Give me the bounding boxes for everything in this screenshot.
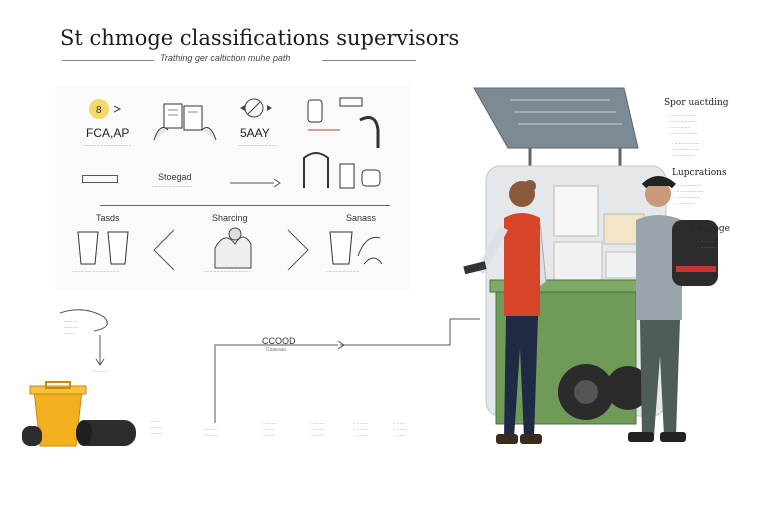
flow-center-sublabel: Coaeaas [266,347,287,353]
step3-caption: ............................. [152,183,193,189]
row2-middle-label: Sharcing [212,213,248,223]
yellow-bin-and-tires [22,381,142,457]
right-section1-body: . ................... ..................… [668,112,698,136]
recycling-items-icon [300,96,390,171]
gate-and-bins-icon [300,150,390,195]
step1-label: FCA,AP [86,126,130,140]
process-flow-lines [40,305,490,440]
bottom-caption-4: . ......... ......... ........ [310,420,324,438]
flow-caption-1: ............................ [64,318,78,336]
page-subtitle: Trathing ger caltiction muhe path [160,53,291,63]
row2-left-label: Tasds [96,213,120,223]
flow-center-label: CCOOD [262,336,296,346]
flow-caption-2: ........... [92,368,108,374]
right-section2-body: . .................. ...................… [674,182,704,206]
worker-with-backpack [622,176,732,461]
bottom-caption-3: . ......... ........ ....... [262,420,276,438]
bottom-caption-6: . ....... ........ ...... [394,420,407,438]
right-section2-title: Lupcrations [672,168,727,178]
row2-right-caption: ........................ [326,268,360,274]
flow-arrow-1 [230,175,281,193]
row2-middle-caption: ................................. [204,268,250,274]
bottom-caption-1: ........................ [150,418,163,436]
bucket-plant-icon [328,226,388,273]
title-divider-left [62,60,154,61]
right-section3-body: . .......... .......... [698,238,715,250]
row2-left-caption: .................................. [72,268,120,274]
right-section3-title: Sweroge [690,224,731,234]
chevron-left-icon [152,228,176,277]
bottom-caption-2: .................... [204,426,218,438]
step3-label: Stoegad [158,172,192,182]
sorting-figure-icon [205,222,265,277]
worker-with-tablet [460,178,560,463]
hands-document-icon [150,100,220,153]
input-bar [82,175,118,183]
right-section1-title: Spor uactding [664,98,729,108]
right-section1-body-2: . ................... ..................… [672,140,700,158]
step2-icon [238,96,278,127]
step2-label: 5AAY [240,126,270,140]
chevron-right-icon [286,228,310,277]
step1-caption: .................................. [84,142,132,148]
svg-text:8: 8 [96,105,102,116]
step2-caption: ............................ [238,142,277,148]
bottom-caption-5: . ......... ......... ........ [354,420,368,438]
title-divider-right [322,60,416,61]
cups-icon [74,228,144,273]
row-divider [100,205,390,206]
step1-icon: 8 [88,98,128,125]
row2-right-label: Sanass [346,213,377,223]
page-title: St chmoge classifications supervisors [60,26,460,50]
